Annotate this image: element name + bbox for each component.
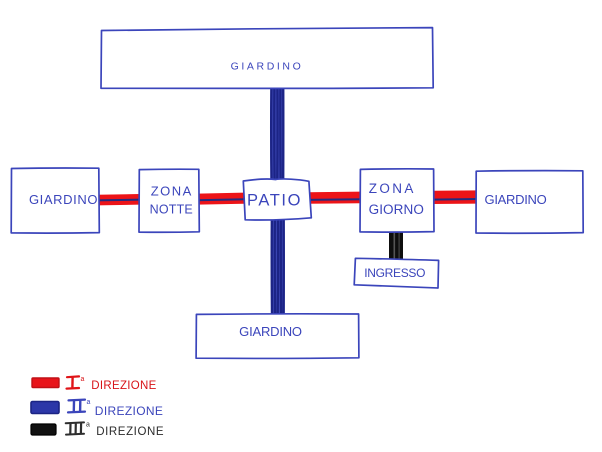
svg-text:GIORNO: GIORNO — [369, 202, 424, 217]
svg-text:DIREZIONE: DIREZIONE — [91, 380, 156, 392]
svg-text:NOTTE: NOTTE — [150, 203, 193, 217]
svg-text:a: a — [81, 376, 85, 383]
svg-text:GIARDINO: GIARDINO — [29, 192, 98, 207]
svg-text:DIREZIONE: DIREZIONE — [96, 426, 164, 438]
svg-text:GIARDINO: GIARDINO — [231, 61, 304, 73]
svg-text:ZONA: ZONA — [369, 181, 416, 196]
svg-text:a: a — [87, 399, 91, 406]
svg-text:a: a — [86, 422, 90, 429]
svg-text:DIREZIONE: DIREZIONE — [95, 404, 164, 418]
svg-text:INGRESSO: INGRESSO — [364, 266, 425, 280]
svg-text:GIARDINO: GIARDINO — [485, 192, 547, 207]
svg-text:GIARDINO: GIARDINO — [239, 324, 302, 339]
svg-text:PATIO: PATIO — [247, 192, 302, 210]
svg-text:ZONA: ZONA — [151, 184, 193, 199]
